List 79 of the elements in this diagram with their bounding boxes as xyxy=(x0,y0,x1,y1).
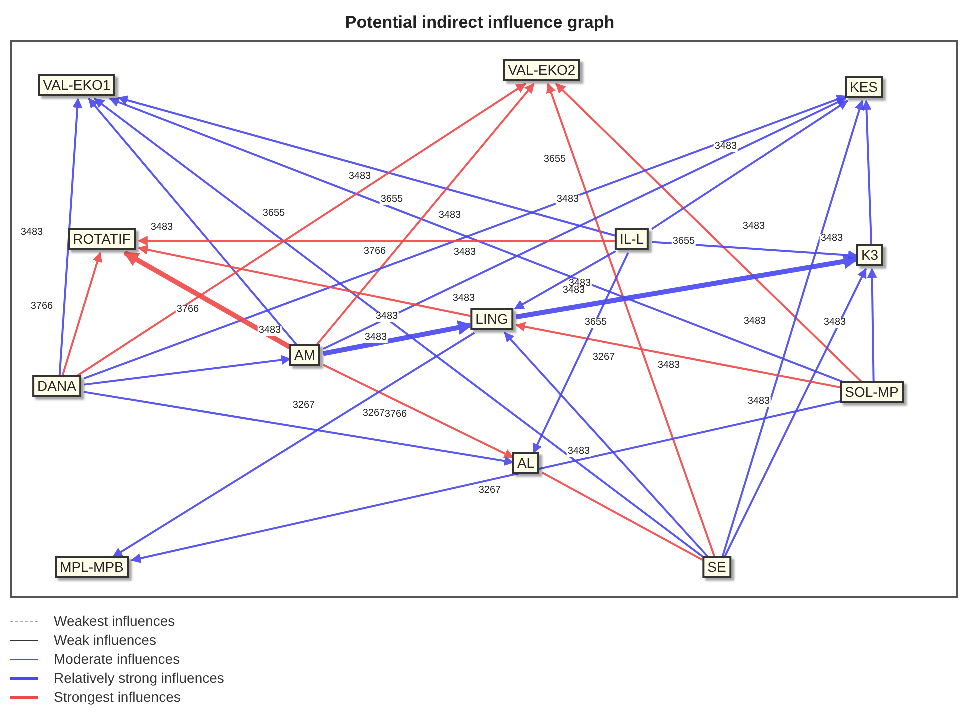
edge-weight-label: 3483 xyxy=(348,172,372,182)
arrow xyxy=(88,98,298,346)
arrow xyxy=(514,250,616,310)
arrow xyxy=(112,332,476,558)
edge-weight-label: 3483 xyxy=(656,361,682,371)
node-box: DANA xyxy=(32,375,82,397)
edge-weight-label: 3483 xyxy=(452,248,478,258)
arrow xyxy=(867,268,878,382)
arrow xyxy=(94,98,704,558)
arrow xyxy=(532,252,630,454)
edge-weight-label: 3267 xyxy=(478,486,502,496)
edge-weight-label: 3483 xyxy=(562,286,586,296)
legend-text: Weakest influences xyxy=(54,612,176,631)
arrow xyxy=(58,98,83,376)
arrow xyxy=(652,100,849,230)
edge-weight-label: 3483 xyxy=(742,317,768,327)
edge-weight-label: 3483 xyxy=(438,211,462,221)
node-box: KES xyxy=(845,76,883,98)
node-box: AM xyxy=(290,344,320,366)
arrow xyxy=(138,236,616,246)
edge-weight-label: 3766 xyxy=(362,247,388,257)
legend-text: Weak influences xyxy=(54,631,156,650)
arrow xyxy=(652,241,858,260)
arrow xyxy=(323,98,847,350)
node-box: IL-L xyxy=(614,228,650,250)
edge-weight-label: 3655 xyxy=(542,155,568,165)
legend-text: Moderate influences xyxy=(54,650,180,669)
edge-weight-label: 3483 xyxy=(258,326,282,336)
chart-title: Potential indirect influence graph xyxy=(344,12,616,34)
arrow xyxy=(724,268,868,558)
node-box: ROTATIF xyxy=(68,228,136,250)
edge-weight-label: 3267 xyxy=(592,353,616,363)
edge-weight-label: 3655 xyxy=(584,318,608,328)
edge-weight-label: 3483 xyxy=(374,312,400,322)
arrow xyxy=(316,83,535,346)
arrow xyxy=(118,96,616,237)
arrow xyxy=(722,100,864,558)
edge-weight-label: 3483 xyxy=(566,447,592,457)
node-box: VAL-EKO2 xyxy=(503,59,581,81)
edge-weight-label: 3766 xyxy=(384,410,408,420)
node-box: SE xyxy=(702,556,732,578)
edge-weight-label: 3483 xyxy=(556,195,580,205)
edge-weight-label: 3483 xyxy=(820,234,844,244)
arrow xyxy=(515,322,842,389)
arrow xyxy=(84,391,514,466)
node-box: VAL-EKO1 xyxy=(38,74,116,96)
edge-weight-label: 3483 xyxy=(742,222,766,232)
edge-weight-label: 3483 xyxy=(364,333,388,343)
edge-weight-label: 3267 xyxy=(362,409,386,419)
edge-weight-label: 3655 xyxy=(262,209,286,219)
node-box: SOL-MP xyxy=(840,381,904,403)
arrow xyxy=(124,250,292,350)
edge-weight-label: 3766 xyxy=(176,305,200,315)
arrow xyxy=(556,83,862,383)
node-box: AL xyxy=(512,452,540,474)
arrow xyxy=(862,100,873,246)
arrow xyxy=(84,355,292,386)
legend-text: Relatively strong influences xyxy=(54,669,224,688)
edge-weight-label: 3483 xyxy=(714,142,738,152)
edge-weight-label: 3655 xyxy=(380,195,404,205)
edge-weight-label: 3766 xyxy=(30,302,54,312)
edge-weight-label: 3483 xyxy=(20,228,44,238)
arrow xyxy=(76,83,526,377)
edge-weight-label: 3483 xyxy=(150,223,174,233)
edge-weight-label: 3267 xyxy=(292,401,316,411)
node-box: K3 xyxy=(856,244,884,266)
arrow xyxy=(62,252,102,376)
edge-weight-label: 3483 xyxy=(822,318,848,328)
node-box: LING xyxy=(470,308,514,330)
edge-weight-label: 3483 xyxy=(452,294,476,304)
arrow xyxy=(323,364,514,459)
arrow xyxy=(546,83,716,558)
arrow xyxy=(138,245,472,318)
arrow xyxy=(130,400,842,564)
edge-weight-label: 3655 xyxy=(672,237,696,247)
edge-weight-label: 3483 xyxy=(746,397,772,407)
node-box: MPL-MPB xyxy=(55,556,129,578)
arrow xyxy=(504,332,709,558)
legend-text: Strongest influences xyxy=(54,688,181,707)
